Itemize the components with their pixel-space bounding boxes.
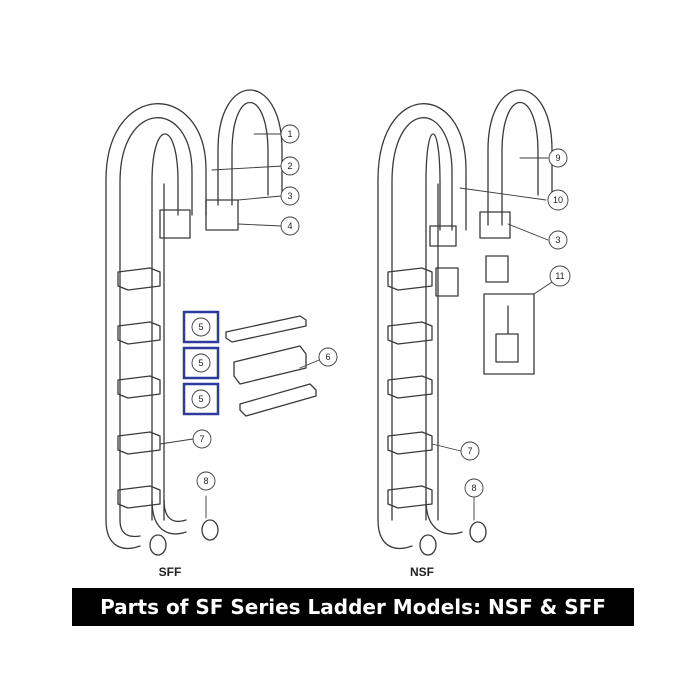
callout-5a-circle <box>191 317 211 337</box>
callout-4-circle <box>280 216 300 236</box>
callout-11-label: 11 <box>555 271 564 281</box>
nsf-step-1 <box>387 267 433 291</box>
nsf-step-4 <box>387 431 433 455</box>
callout-3b-label: 3 <box>555 235 560 245</box>
callout-5b-label: 5 <box>198 358 203 368</box>
caption-banner: Parts of SF Series Ladder Models: NSF & … <box>72 588 634 626</box>
nsf-anchor-hardware-1 <box>435 267 459 297</box>
part-5-highlight-3 <box>182 382 220 416</box>
part-5-highlight-1 <box>182 310 220 344</box>
callout-6-circle <box>318 347 338 367</box>
callout-5c-circle <box>191 389 211 409</box>
callout-10-label: 10 <box>553 195 563 205</box>
callout-5a-label: 5 <box>198 322 203 332</box>
sff-bottom-curve-right-inner <box>163 499 187 523</box>
callout-4-label: 4 <box>287 221 292 231</box>
sff-anchor-back <box>205 199 239 231</box>
step-tread-middle <box>233 345 307 385</box>
callout-5c-label: 5 <box>198 394 203 404</box>
sff-step-3 <box>117 375 161 399</box>
callout-8-label: 8 <box>203 476 208 486</box>
part-5-highlights <box>182 310 220 416</box>
part-11-detail-box <box>483 293 535 375</box>
callout-6-label: 6 <box>325 352 330 362</box>
sff-anchor-front <box>159 209 191 239</box>
callout-1-circle <box>280 124 300 144</box>
callout-11-circle <box>549 265 571 287</box>
callout-10-circle <box>547 189 569 211</box>
callout-5b-circle <box>191 353 211 373</box>
callout-2-circle <box>280 156 300 176</box>
nsf-front-rail2-outer <box>425 133 441 521</box>
callout-8b-label: 8 <box>471 483 476 493</box>
nsf-back-rail-inner <box>501 102 539 226</box>
callout-bubbles <box>191 124 571 498</box>
part-5-highlight-2 <box>182 346 220 380</box>
nsf-front-rail-outer <box>377 103 467 521</box>
part-11-anchor <box>495 333 519 363</box>
callout-9-circle <box>548 148 568 168</box>
sff-step-2 <box>117 321 161 345</box>
nsf-anchor-back <box>479 211 511 239</box>
nsf-bottom-curve-right <box>425 499 463 535</box>
sff-bottom-curve-right <box>151 499 187 535</box>
sff-front-rail-inner <box>119 117 193 521</box>
nsf-step-2 <box>387 321 433 345</box>
sff-front-rail-outer <box>105 103 207 521</box>
sff-front-rail2-outer <box>151 133 179 521</box>
callout-3-circle <box>280 186 300 206</box>
nsf-ladder <box>377 89 553 556</box>
callout-8-circle <box>196 471 216 491</box>
callout-7-circle <box>192 429 212 449</box>
model-label-sff: SFF <box>159 565 182 579</box>
nsf-anchor-front <box>429 225 457 247</box>
model-label-nsf: NSF <box>410 565 434 579</box>
callout-2-label: 2 <box>287 161 292 171</box>
sff-back-rail-inner <box>231 102 269 206</box>
callout-1-label: 1 <box>287 129 292 139</box>
callout-7b-label: 7 <box>467 446 472 456</box>
callout-7b-circle <box>460 441 480 461</box>
nsf-bottom-curve-left <box>377 519 413 550</box>
sff-step-4 <box>117 431 161 455</box>
leader-lines <box>159 133 553 521</box>
loose-step-parts <box>225 315 317 417</box>
callout-9-label: 9 <box>555 153 560 163</box>
step-tread-bottom <box>239 383 317 417</box>
sff-end-cap-right <box>201 519 219 541</box>
nsf-step-3 <box>387 375 433 399</box>
callout-8b-circle <box>464 478 484 498</box>
sff-back-rail <box>217 89 283 206</box>
nsf-end-cap-left <box>419 534 437 556</box>
nsf-step-5 <box>387 485 433 509</box>
sff-end-cap-left <box>149 534 167 556</box>
sff-step-1 <box>117 267 161 291</box>
nsf-back-rail <box>487 89 553 226</box>
sff-step-5 <box>117 485 161 509</box>
nsf-anchor-hardware-2 <box>485 255 509 283</box>
callout-7-label: 7 <box>199 434 204 444</box>
callout-3-label: 3 <box>287 191 292 201</box>
sff-bottom-curve-left <box>105 519 141 550</box>
sff-bottom-curve-left-inner <box>119 519 141 538</box>
sff-ladder <box>105 89 283 556</box>
callout-3b-circle <box>548 230 568 250</box>
nsf-front-rail-inner <box>391 117 453 521</box>
step-tread-top <box>225 315 307 343</box>
nsf-end-cap-right <box>469 521 487 543</box>
